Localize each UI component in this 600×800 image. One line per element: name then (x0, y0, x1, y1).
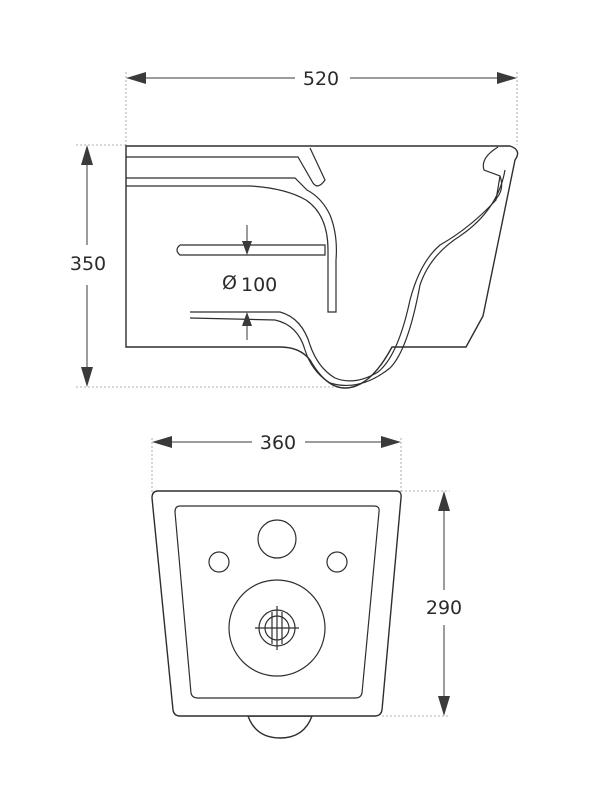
arrow-up-icon (81, 145, 93, 165)
arrow-right-icon (381, 436, 401, 448)
water-inlet-pipe (176, 244, 326, 256)
arrow-up-icon (242, 312, 252, 326)
pipe-diameter-label: 100 (241, 274, 277, 296)
mounting-plate (174, 505, 380, 699)
inner-bowl-line-outer (189, 169, 506, 386)
flush-channel-top (126, 147, 326, 187)
top-view: 360 290 (151, 432, 462, 739)
width-label: 520 (303, 68, 339, 90)
outlet-ring (228, 579, 326, 677)
height-label: 350 (70, 253, 106, 275)
width-dimension: 520 (126, 68, 517, 90)
bolt-hole-right (326, 551, 348, 573)
arrow-left-icon (152, 436, 172, 448)
top-width-dimension: 360 (152, 432, 401, 454)
top-depth-dimension: 290 (426, 491, 462, 716)
arrow-right-icon (497, 72, 517, 84)
arrow-down-icon (242, 241, 252, 255)
rim-hook (482, 146, 503, 201)
arrow-down-icon (438, 696, 450, 716)
top-width-label: 360 (260, 432, 296, 454)
inner-bowl-line (190, 175, 501, 382)
arrow-left-icon (126, 72, 146, 84)
toilet-side-outline (125, 145, 519, 389)
toilet-top-outline (151, 490, 402, 717)
front-lobe (247, 715, 313, 739)
height-dimension: 350 (70, 145, 106, 387)
arrow-down-icon (81, 367, 93, 387)
flush-channel-upper (126, 177, 337, 313)
arrow-up-icon (438, 491, 450, 511)
diameter-symbol: Ø (222, 272, 237, 294)
pipe-diameter-dimension: Ø 100 (222, 225, 277, 340)
side-view: 520 350 Ø 100 (70, 68, 519, 389)
bolt-hole-left (208, 551, 230, 573)
water-inlet-hole (257, 519, 297, 559)
top-depth-label: 290 (426, 597, 462, 619)
